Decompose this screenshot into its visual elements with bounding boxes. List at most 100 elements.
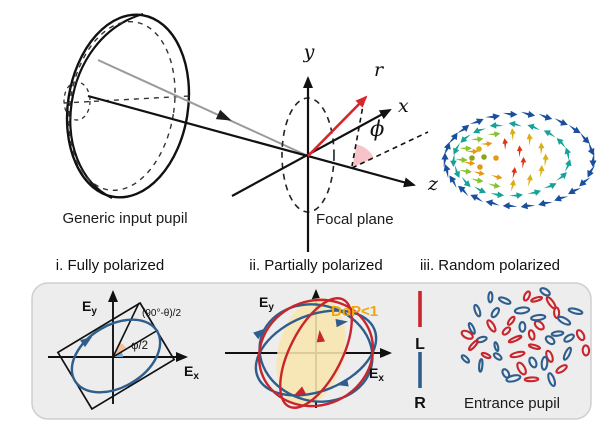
field-arrow-icon — [443, 163, 451, 179]
random-polarization-ellipse-icon — [460, 354, 471, 364]
field-arrow-icon — [568, 124, 581, 134]
field-arrow-icon — [473, 170, 485, 177]
random-polarization-ellipse-icon — [501, 326, 512, 336]
field-arrow-icon — [453, 165, 460, 179]
field-arrow-icon — [488, 182, 501, 189]
phi-angle-wedge — [352, 144, 374, 168]
random-polarization-ellipse-icon — [562, 346, 572, 361]
field-arrow-icon — [459, 168, 472, 175]
field-arrow-icon — [454, 156, 468, 164]
p2-blue-arrowhead-icon — [253, 328, 266, 340]
entrance-pupil-scatter — [460, 287, 591, 388]
field-arrow-icon — [527, 123, 541, 131]
field-arrow-icon — [526, 174, 533, 187]
p2-blue-ellipse-wide — [254, 309, 378, 397]
random-polarization-ellipse-icon — [473, 303, 482, 318]
random-polarization-ellipse-icon — [528, 356, 538, 369]
field-arrow-icon — [564, 147, 572, 161]
p2-red-ellipse-round — [257, 298, 375, 408]
field-arrow-icon — [466, 148, 479, 155]
random-polarization-ellipse-icon — [480, 351, 492, 360]
random-polarization-ellipse-icon — [530, 313, 547, 322]
field-arrow-icon — [463, 160, 476, 167]
field-arrow-icon — [485, 199, 500, 207]
field-core-dot-icon — [493, 155, 499, 161]
x-axis-label: x — [398, 95, 409, 117]
field-arrow-icon — [470, 194, 484, 203]
random-polarization-ellipse-icon — [527, 343, 541, 350]
field-arrow-icon — [520, 156, 527, 169]
field-arrow-icon — [564, 159, 572, 172]
z-axis — [87, 94, 416, 188]
random-polarization-ellipse-icon — [505, 374, 522, 383]
ray-arrowhead-icon — [215, 109, 232, 121]
random-polarization-ellipse-icon — [557, 315, 572, 326]
field-arrow-icon — [580, 132, 590, 144]
field-arrow-icon — [453, 142, 461, 155]
random-polarization-ellipse-icon — [533, 320, 545, 331]
p2-ex-label: Ex — [369, 365, 384, 384]
dome-back-surface — [69, 12, 144, 199]
field-arrow-icon — [485, 113, 501, 121]
random-polarization-ellipse-icon — [547, 372, 556, 388]
random-polarization-ellipse-icon — [460, 329, 474, 340]
y-axis-label: y — [303, 41, 315, 63]
field-arrow-icon — [554, 194, 569, 202]
p1-phi-angle-label: φ/2 — [131, 340, 148, 352]
random-polarization-ellipse-icon — [518, 321, 527, 333]
field-arrow-icon — [538, 113, 553, 121]
random-polarization-ellipse-icon — [581, 344, 591, 357]
dome-equator-dashed — [63, 95, 191, 104]
dome-meridian-dashed — [68, 20, 176, 192]
field-arrow-icon — [450, 153, 457, 168]
field-arrow-icon — [538, 199, 553, 207]
p1-ellipse-arrowhead-icon — [80, 336, 93, 348]
p2-red-arrowhead-icon — [316, 330, 326, 343]
panel-random-polarized: L R Entrance pupil — [414, 287, 591, 412]
field-core-dot-icon — [481, 154, 487, 160]
panel-partially-polarized: Ey Ex DoP<1 — [225, 289, 392, 409]
field-arrow-icon — [543, 130, 556, 138]
panel1-title: i. Fully polarized — [56, 257, 164, 274]
p3-legend-left-label: L — [415, 336, 425, 353]
field-arrow-icon — [556, 138, 566, 149]
field-arrow-icon — [471, 177, 484, 184]
r-vector — [307, 95, 368, 157]
field-arrow-icon — [502, 138, 509, 150]
field-arrow-icon — [509, 179, 517, 192]
random-polarization-ellipse-icon — [507, 334, 523, 344]
p3-caption: Entrance pupil — [464, 395, 560, 412]
random-polarization-ellipse-icon — [527, 329, 536, 341]
p1-bounding-rect — [56, 301, 176, 411]
p1-corner-ray — [112, 302, 140, 358]
random-polarization-ellipse-icon — [575, 329, 586, 342]
field-arrow-icon — [587, 164, 596, 178]
field-arrow-icon — [441, 152, 449, 168]
field-arrow-icon — [502, 110, 518, 118]
field-arrow-icon — [568, 187, 582, 195]
field-arrow-icon — [480, 141, 493, 147]
p2-red-arrowhead-icon — [293, 386, 307, 396]
random-polarization-ellipse-icon — [550, 330, 565, 337]
vortex-vector-field — [441, 110, 597, 210]
field-arrow-icon — [520, 110, 536, 118]
z-axis-label: z — [427, 173, 439, 195]
random-polarization-ellipse-icon — [506, 315, 516, 326]
field-arrow-icon — [457, 185, 469, 197]
field-arrow-icon — [516, 145, 523, 158]
p2-blue-arrowhead-icon — [335, 318, 348, 328]
field-arrow-icon — [538, 165, 545, 178]
random-polarization-ellipse-icon — [486, 319, 497, 333]
field-arrow-icon — [461, 176, 471, 187]
p3-legend-right-label: R — [414, 395, 426, 412]
field-arrow-icon — [538, 142, 545, 156]
r-vector-label: r — [374, 59, 385, 81]
p1-ey-label: Ey — [82, 298, 97, 317]
random-polarization-ellipse-icon — [490, 307, 501, 319]
field-arrow-icon — [491, 174, 503, 180]
field-arrow-icon — [449, 175, 457, 189]
p2-dop-label: DoP<1 — [331, 303, 378, 320]
random-polarization-ellipse-icon — [509, 350, 526, 359]
p2-dop-blob — [276, 298, 346, 406]
